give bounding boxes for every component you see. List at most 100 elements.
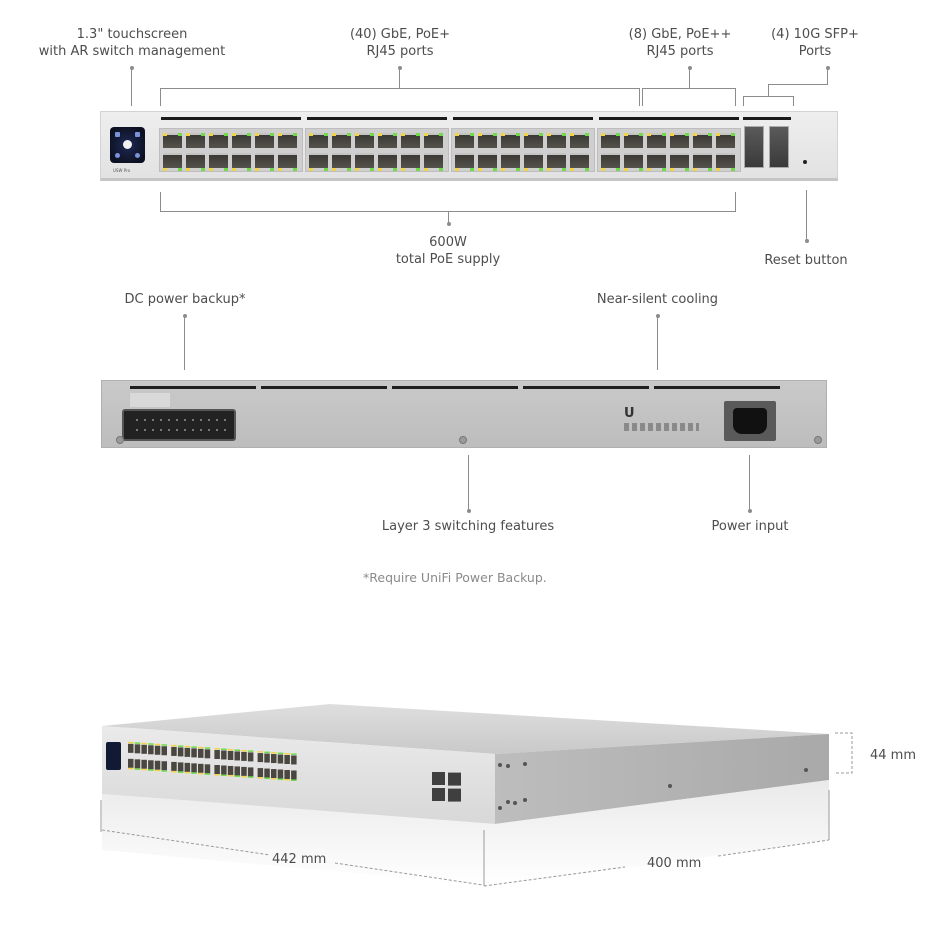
rj45-port[interactable] [501,133,520,148]
port-led-green [178,133,182,136]
dc-pin [192,429,194,431]
gbe-poe-plus-callout: (40) GbE, PoE+ RJ45 ports [330,26,470,60]
rj45-port[interactable] [424,133,443,148]
rj45-port[interactable] [378,133,397,148]
render-rj45-port [277,754,284,764]
dc-pin [224,419,226,421]
rj45-port[interactable] [547,153,566,171]
height-dimension: 44 mm [870,748,916,763]
dc-pin [224,429,226,431]
rj45-port[interactable] [209,153,228,171]
render-rj45-port [177,762,184,772]
port-led-green [493,133,497,136]
rj45-port[interactable] [716,153,735,171]
rj45-port[interactable] [478,153,497,171]
render-rj45-port [198,748,204,758]
port-led-amber [424,168,428,171]
rj45-port[interactable] [547,133,566,148]
rj45-port[interactable] [693,133,712,148]
port-led-green [270,133,274,136]
render-rj45-port [257,753,264,763]
rj45-port[interactable] [163,153,182,171]
rj45-port[interactable] [478,133,497,148]
port-led-amber [378,168,382,171]
rj45-port[interactable] [401,153,420,171]
port-led-green [439,168,443,171]
rj45-port[interactable] [455,133,474,148]
rj45-port[interactable] [670,133,689,148]
rj45-port[interactable] [716,133,735,148]
rj45-port[interactable] [186,133,205,148]
port-led-amber [624,133,628,136]
dc-pin [208,419,210,421]
port-led-amber [332,133,336,136]
port-led-green [639,168,643,171]
footnote: *Require UniFi Power Backup. [363,570,547,585]
touchscreen-callout-line2: with AR switch management [38,44,226,59]
rj45-port[interactable] [209,133,228,148]
render-rj45-port [221,750,227,760]
rj45-port[interactable] [570,133,589,148]
rj45-port[interactable] [401,133,420,148]
render-rj45-port [247,767,254,777]
port-led-amber [455,133,459,136]
rj45-port[interactable] [647,133,666,148]
render-rj45-port [198,763,204,773]
rj45-port[interactable] [255,133,274,148]
rj45-port[interactable] [601,153,620,171]
port-led-amber [255,133,259,136]
rj45-port[interactable] [624,153,643,171]
rj45-port[interactable] [309,133,328,148]
render-port-led [271,752,277,754]
port-led-amber [232,133,236,136]
rj45-port[interactable] [424,153,443,171]
rear-panel: U [101,380,827,448]
render-port-led [277,752,284,755]
dc-pin [192,419,194,421]
rj45-port[interactable] [332,133,351,148]
screen-icon-topleft [115,132,120,137]
rj45-port[interactable] [670,153,689,171]
rj45-port[interactable] [693,153,712,171]
port-led-green [616,133,620,136]
render-port-led [184,771,191,774]
rj45-port[interactable] [278,133,297,148]
rj45-port[interactable] [232,153,251,171]
render-port-led [171,770,177,773]
rj45-port[interactable] [355,153,374,171]
rj45-port[interactable] [647,153,666,171]
render-port-led [128,741,134,744]
rj45-port[interactable] [232,133,251,148]
rj45-port[interactable] [624,133,643,148]
sfp-plus-line1: (4) 10G SFP+ [771,27,859,42]
rj45-port[interactable] [524,133,543,148]
render-rj45-port [171,761,177,771]
rj45-port[interactable] [332,153,351,171]
rj45-port[interactable] [309,153,328,171]
rj45-port[interactable] [163,133,182,148]
rj45-port[interactable] [355,133,374,148]
rj45-port[interactable] [378,153,397,171]
rj45-port[interactable] [501,153,520,171]
port-led-green [539,133,543,136]
port-group-2 [305,128,449,172]
port-led-amber [670,168,674,171]
power-input-connector [724,401,776,441]
rj45-port[interactable] [570,153,589,171]
rj45-port[interactable] [455,153,474,171]
rj45-port[interactable] [255,153,274,171]
port-group-bar [307,117,447,120]
reset-button[interactable] [803,160,807,164]
render-rj45-port [291,770,297,780]
render-rj45-port [257,768,264,778]
port-led-green [416,168,420,171]
port-led-amber [378,133,382,136]
touchscreen-display[interactable] [110,127,145,163]
rj45-port[interactable] [601,133,620,148]
rj45-port[interactable] [186,153,205,171]
render-rj45-port [204,764,211,774]
port-led-green [416,133,420,136]
rj45-port[interactable] [524,153,543,171]
port-led-amber [570,133,574,136]
rj45-port[interactable] [278,153,297,171]
